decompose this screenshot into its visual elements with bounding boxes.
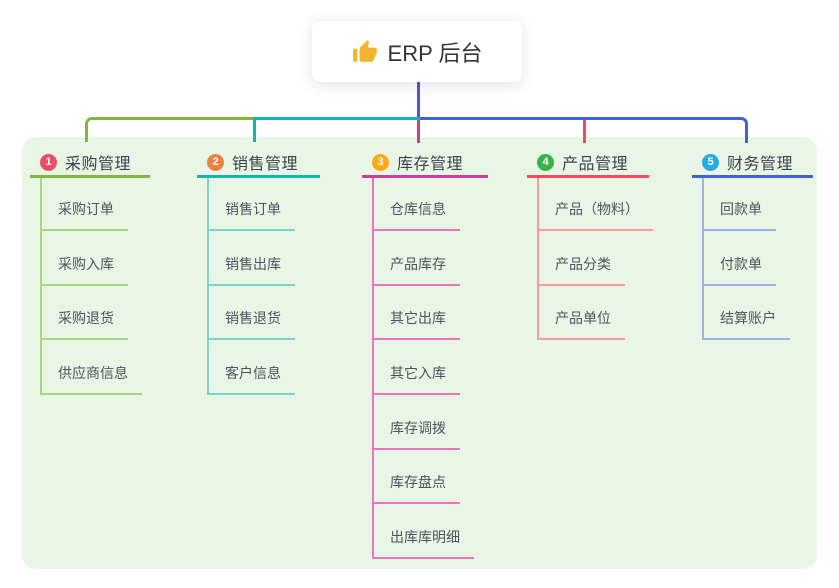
child-label: 仓库信息: [390, 201, 446, 217]
child-node[interactable]: 供应商信息: [40, 361, 142, 395]
branch-number-badge: 3: [372, 153, 389, 171]
child-node[interactable]: 仓库信息: [372, 197, 460, 231]
branch-header-4[interactable]: 4 产品管理: [527, 149, 649, 178]
child-label: 采购退货: [58, 310, 114, 326]
child-node[interactable]: 库存盘点: [372, 470, 460, 504]
thumbs-up-icon: [352, 39, 378, 65]
branch-label: 财务管理: [727, 156, 794, 173]
child-node[interactable]: 出库库明细: [372, 525, 474, 559]
child-label: 产品（物料）: [555, 201, 639, 217]
child-node[interactable]: 产品库存: [372, 252, 460, 286]
child-node[interactable]: 其它出库: [372, 306, 460, 340]
child-node[interactable]: 销售退货: [207, 306, 295, 340]
branch-children-connector: [702, 178, 704, 340]
child-node[interactable]: 产品单位: [537, 306, 625, 340]
child-node[interactable]: 销售订单: [207, 197, 295, 231]
child-node[interactable]: 采购退货: [40, 306, 128, 340]
child-label: 供应商信息: [58, 365, 128, 381]
branch-children-connector: [40, 178, 42, 395]
child-label: 产品单位: [555, 310, 611, 326]
branch-label: 产品管理: [562, 156, 629, 173]
child-label: 结算账户: [720, 310, 776, 326]
child-node[interactable]: 产品分类: [537, 252, 625, 286]
child-node[interactable]: 产品（物料）: [537, 197, 653, 231]
root-node[interactable]: ERP 后台: [312, 21, 522, 82]
branch-children-connector: [372, 178, 374, 559]
branch-header-5[interactable]: 5 财务管理: [692, 149, 813, 178]
mindmap-panel: [22, 137, 817, 569]
child-label: 回款单: [720, 201, 762, 217]
child-label: 销售退货: [225, 310, 281, 326]
branch-number-badge: 4: [537, 153, 554, 171]
branch-children-connector: [537, 178, 539, 340]
child-label: 产品分类: [555, 256, 611, 272]
connector-drop-inventory: [417, 120, 420, 143]
connector-elbow-finance: [420, 117, 748, 143]
child-label: 其它出库: [390, 310, 446, 326]
child-label: 其它入库: [390, 365, 446, 381]
child-node[interactable]: 回款单: [702, 197, 776, 231]
child-label: 采购入库: [58, 256, 114, 272]
child-node[interactable]: 客户信息: [207, 361, 295, 395]
child-label: 产品库存: [390, 256, 446, 272]
root-label: ERP 后台: [387, 40, 483, 66]
connector-drop-product: [583, 120, 586, 143]
child-node[interactable]: 采购入库: [40, 252, 128, 286]
branch-number-badge: 2: [207, 153, 224, 171]
connector-elbow-purchase: [85, 117, 253, 142]
branch-label: 库存管理: [397, 156, 464, 173]
child-label: 出库库明细: [390, 529, 460, 545]
child-label: 付款单: [720, 256, 762, 272]
branch-label: 销售管理: [232, 156, 299, 173]
branch-number-badge: 1: [40, 153, 57, 171]
branch-number-badge: 5: [702, 153, 719, 171]
child-label: 库存盘点: [390, 474, 446, 490]
connector-segment-sales: [253, 117, 420, 142]
child-label: 采购订单: [58, 201, 114, 217]
child-label: 库存调拨: [390, 420, 446, 436]
branch-header-2[interactable]: 2 销售管理: [197, 149, 320, 178]
child-node[interactable]: 库存调拨: [372, 416, 460, 450]
branch-header-3[interactable]: 3 库存管理: [362, 149, 488, 178]
child-node[interactable]: 其它入库: [372, 361, 460, 395]
child-label: 客户信息: [225, 365, 281, 381]
branch-header-1[interactable]: 1 采购管理: [30, 149, 150, 178]
root-connector-line: [417, 82, 420, 117]
child-label: 销售订单: [225, 201, 281, 217]
branch-label: 采购管理: [65, 156, 132, 173]
child-node[interactable]: 付款单: [702, 252, 776, 286]
child-node[interactable]: 采购订单: [40, 197, 128, 231]
child-node[interactable]: 销售出库: [207, 252, 295, 286]
branch-children-connector: [207, 178, 209, 395]
child-label: 销售出库: [225, 256, 281, 272]
child-node[interactable]: 结算账户: [702, 306, 790, 340]
